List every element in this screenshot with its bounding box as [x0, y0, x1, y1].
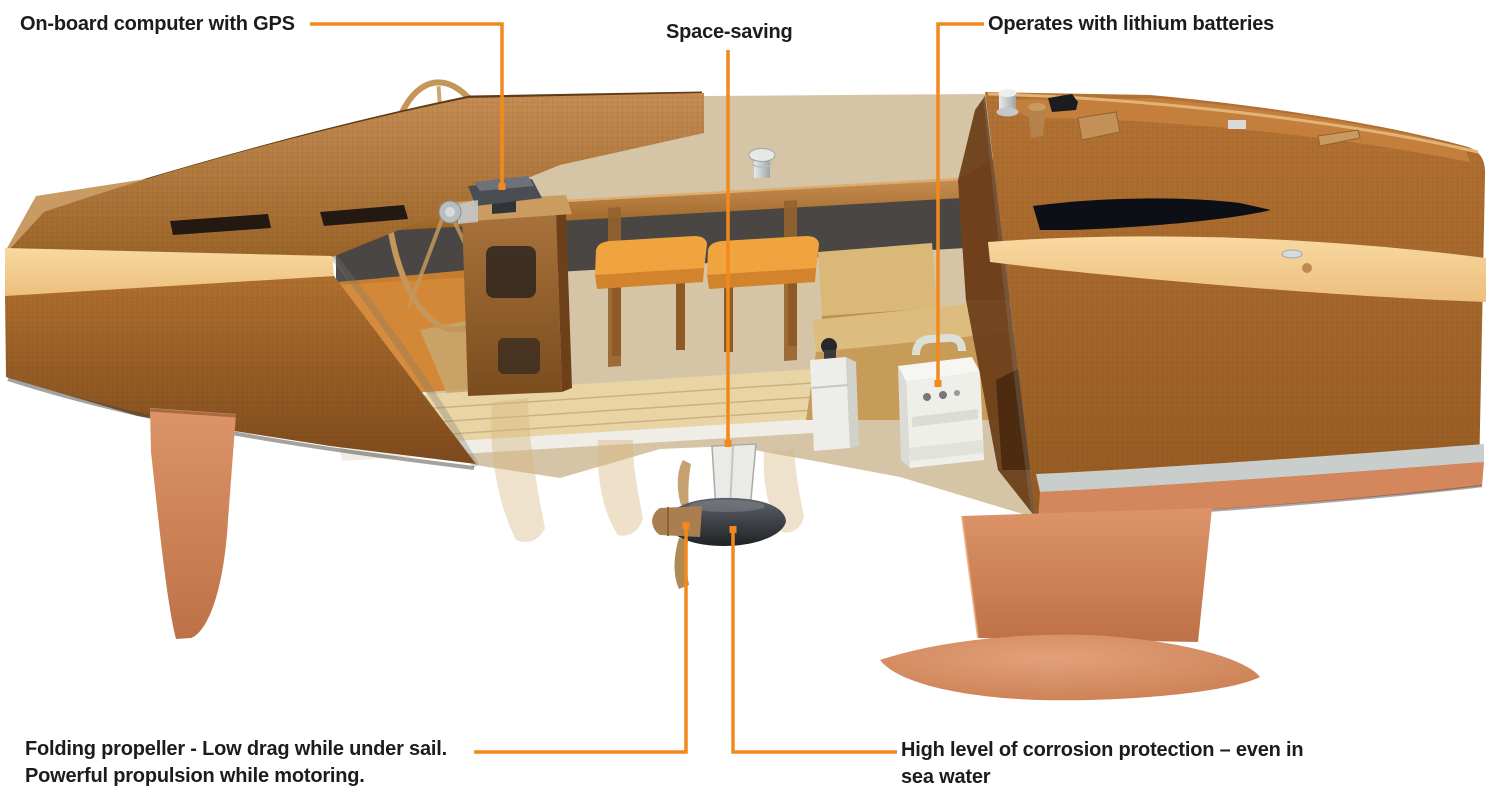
- leader-propeller-tip: [682, 522, 690, 529]
- keel-line-aft: [7, 377, 475, 470]
- steering-pedestal: [438, 176, 572, 396]
- callout-line: Space-saving: [666, 21, 793, 43]
- pedestal-cutout: [498, 338, 540, 374]
- leader-gps: [310, 22, 504, 186]
- deck-clip: [1228, 120, 1246, 129]
- deck-handle: [1317, 129, 1361, 147]
- deck-hatch: [170, 214, 271, 235]
- sheer-stripe-aft: [5, 248, 334, 297]
- cabin-window: [1033, 198, 1271, 230]
- battery-box: [898, 333, 984, 468]
- leader-batteries-tip: [934, 380, 942, 387]
- callout-line: High level of corrosion protection – eve…: [901, 739, 1304, 761]
- deck-hatch: [320, 205, 408, 226]
- leader-batteries: [936, 22, 984, 383]
- deck-box: [1077, 111, 1121, 141]
- leader-corrosion: [731, 530, 897, 754]
- callout-batteries-label: Operates with lithium batteries: [988, 11, 1274, 38]
- callout-propeller-label: Folding propeller - Low drag while under…: [25, 736, 447, 790]
- hull-bottom-bow: [1038, 462, 1484, 520]
- keel: [880, 508, 1260, 701]
- leader-propeller: [474, 526, 688, 754]
- pedestal-cutout: [486, 246, 536, 298]
- propeller-hub: [652, 506, 702, 537]
- aft-hull: [5, 91, 704, 470]
- callout-space-saving-label: Space-saving: [666, 19, 793, 46]
- keel-fin: [962, 508, 1212, 642]
- leader-corrosion-tip: [729, 526, 737, 533]
- callout-gps-label: On-board computer with GPS: [20, 11, 295, 38]
- callout-line: sea water: [901, 766, 991, 788]
- leader-gps-tip: [498, 183, 506, 190]
- callout-corrosion-label: High level of corrosion protection – eve…: [901, 737, 1304, 791]
- waterline-stripe: [1036, 444, 1484, 492]
- deck-fitting: [1302, 263, 1312, 273]
- motor-controller: [810, 338, 859, 451]
- bow-hull: [985, 89, 1486, 522]
- callout-line: Operates with lithium batteries: [988, 13, 1275, 35]
- leader-lines: [310, 22, 984, 754]
- black-bracket: [1048, 94, 1078, 112]
- rudder-root-shadow: [149, 408, 237, 418]
- leader-space-saving-tip: [724, 440, 732, 447]
- deck-vent: [748, 148, 776, 178]
- propeller-blade-up: [677, 460, 691, 506]
- sheer-stripe-bow: [988, 236, 1486, 302]
- cut-plane-edge: [330, 253, 480, 468]
- bronze-winch: [1028, 106, 1046, 138]
- callout-line: Powerful propulsion while motoring.: [25, 765, 365, 787]
- callout-line: Folding propeller - Low drag while under…: [25, 738, 447, 760]
- winch: [999, 94, 1016, 112]
- rudder-blade: [150, 408, 236, 639]
- keel-bulb: [880, 634, 1260, 701]
- deck-fittings: [996, 89, 1361, 147]
- callout-line: On-board computer with GPS: [20, 13, 295, 35]
- deck-cleat: [1281, 249, 1303, 259]
- pod-drive: [652, 443, 786, 589]
- wheel-hub: [438, 200, 478, 224]
